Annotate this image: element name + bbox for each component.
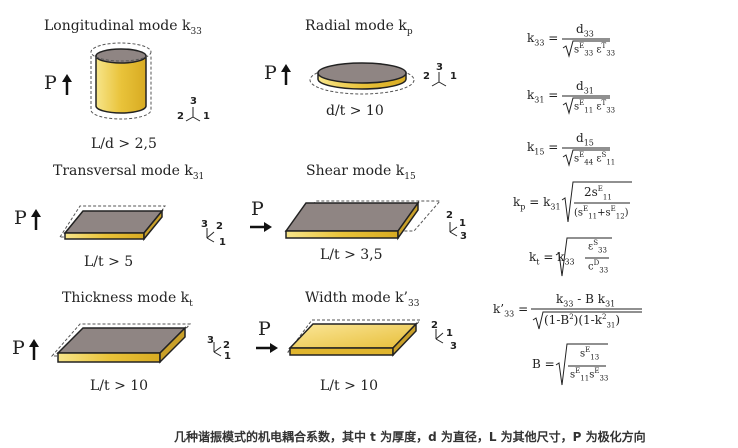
width-plate xyxy=(287,319,421,357)
equation-k15-lhs: k15 = xyxy=(527,140,559,157)
equation-B-den: sE11sE33 xyxy=(570,367,609,383)
equation-k15-den: sE44 εS11 xyxy=(574,151,616,167)
mode-title-radial: Radial mode kp xyxy=(305,18,413,37)
equation-k33-den: sE33 εT33 xyxy=(574,42,616,58)
mode-title-transversal: Transversal mode k31 xyxy=(53,163,205,182)
axes-triad-6 xyxy=(435,329,444,344)
mode-title-longitudinal: Longitudinal mode k33 xyxy=(44,18,202,37)
axes-triad-3 xyxy=(206,228,215,243)
equation-kp-num: 2sE11 xyxy=(584,185,612,202)
mode-title-width: Width mode k’33 xyxy=(305,290,420,309)
equation-kt-lhs: kt = k33 xyxy=(529,250,575,267)
pole-label-width: P xyxy=(258,318,271,340)
mode-title-shear: Shear mode k15 xyxy=(306,163,416,182)
shear-arrow xyxy=(250,222,272,232)
equation-k33prime-lhs: k’33 = xyxy=(493,302,529,319)
width-arrow xyxy=(256,343,278,353)
axes-triad-1 xyxy=(185,107,201,122)
equation-k33prime-num: k33 - B k31 xyxy=(556,292,616,309)
equation-lines xyxy=(531,38,642,386)
equation-kp-lhs: kp = k31 xyxy=(513,195,561,212)
transversal-plate xyxy=(59,205,166,242)
condition-width: L/t > 10 xyxy=(320,378,379,394)
pole-label-thickness: P xyxy=(12,337,25,359)
shear-plate xyxy=(284,200,442,241)
equation-k33prime-den: (1-B2)(1-k231) xyxy=(544,313,621,330)
axes-triad-4 xyxy=(449,222,458,237)
pole-label-radial: P xyxy=(264,62,277,84)
pole-arrows-up xyxy=(29,64,291,360)
figure-caption: 几种谐振模式的机电耦合系数，其中 t 为厚度，d 为直径，L 为其他尺寸，P 为… xyxy=(174,430,646,444)
mode-title-thickness: Thickness mode kt xyxy=(62,290,193,309)
radial-disk xyxy=(309,62,415,95)
axes-triad-5 xyxy=(213,342,222,357)
condition-longitudinal: L/d > 2,5 xyxy=(91,136,157,152)
equation-k33-lhs: k33 = xyxy=(527,31,559,48)
equation-k31-lhs: k31 = xyxy=(527,88,559,105)
condition-thickness: L/t > 10 xyxy=(90,378,149,394)
pole-label-longitudinal: P xyxy=(44,72,57,94)
equation-k33-num: d33 xyxy=(576,22,594,39)
equation-kp-den: (sE11+sE12) xyxy=(574,205,629,221)
longitudinal-cylinder xyxy=(90,42,152,120)
equation-B-num: sE13 xyxy=(580,346,600,362)
equation-k15-num: d15 xyxy=(576,131,594,148)
equation-B-lhs: B = xyxy=(532,357,555,371)
condition-radial: d/t > 10 xyxy=(326,103,384,119)
axes-triad-2 xyxy=(431,72,447,87)
equation-kt-den: cD33 xyxy=(588,259,609,275)
pole-label-transversal: P xyxy=(14,207,27,229)
thickness-plate xyxy=(50,323,192,364)
pole-label-shear: P xyxy=(251,198,264,220)
condition-shear: L/t > 3,5 xyxy=(320,247,383,263)
equation-kt-num: εS33 xyxy=(588,239,607,255)
equation-k31-num: d31 xyxy=(576,79,594,96)
condition-transversal: L/t > 5 xyxy=(84,254,134,270)
equation-k31-den: sE11 εT33 xyxy=(574,99,616,115)
